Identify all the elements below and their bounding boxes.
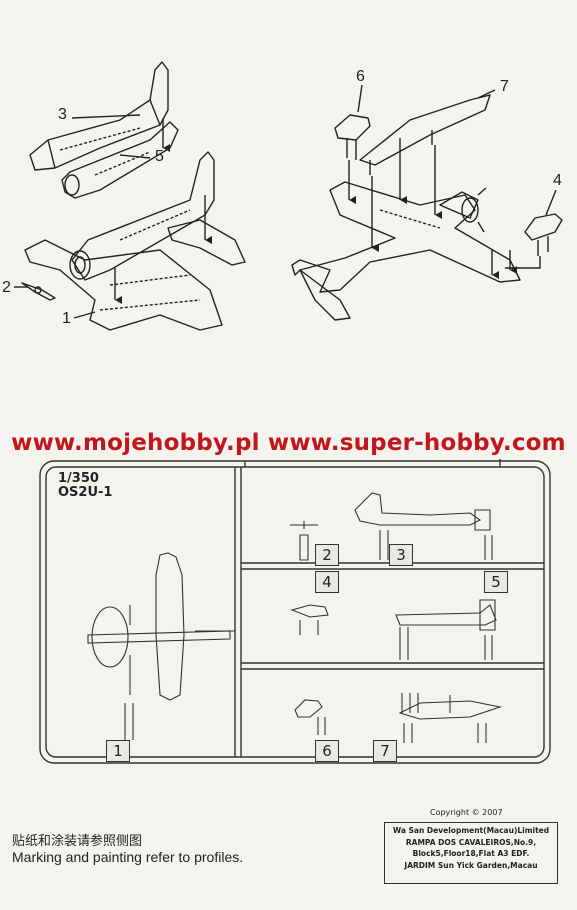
callout-2: 2	[2, 279, 11, 296]
part-4-wingtip-float	[524, 213, 563, 256]
sprue-part-4	[290, 604, 329, 635]
part-number-7: 7	[373, 740, 397, 762]
sprue-frame	[39, 459, 551, 764]
sprue-part-6	[294, 699, 326, 735]
callout-5: 5	[155, 148, 164, 165]
part-number-1: 1	[106, 740, 130, 762]
part-number-4: 4	[315, 571, 339, 593]
address-line-2: RAMPA DOS CAVALEIROS,No.9,	[405, 837, 537, 847]
sprue-part-7	[398, 693, 503, 743]
part-number-5: 5	[484, 571, 508, 593]
part-number-3: 3	[389, 544, 413, 566]
address-line-3: Block5,Floor18,Flat A3 EDF.	[412, 849, 530, 858]
marking-note-chinese: 贴纸和涂装请参照侧图	[12, 834, 143, 849]
sprue-part-1	[87, 552, 235, 740]
callout-6: 6	[356, 68, 365, 85]
part-7-main-float	[359, 94, 491, 175]
assembly-diagram	[14, 61, 563, 331]
part-6-strut	[334, 114, 371, 160]
part-3-fuselage-half	[29, 61, 169, 171]
part-number-2: 2	[315, 544, 339, 566]
copyright-text: Copyright © 2007	[430, 808, 503, 817]
part-2-propeller	[21, 282, 56, 301]
callout-4: 4	[553, 172, 562, 189]
callout-1: 1	[62, 310, 71, 327]
callout-7: 7	[500, 78, 509, 95]
sprue-part-3	[354, 492, 493, 560]
address-line-1: Wa San Development(Macau)Limited	[392, 826, 550, 835]
sprue-scale: 1/350	[58, 471, 99, 486]
sprue-part-2	[290, 521, 318, 561]
callout-3: 3	[58, 106, 67, 123]
company-address-box: Wa San Development(Macau)Limited RAMPA D…	[384, 822, 558, 884]
part-1-main-wing	[24, 239, 223, 331]
part-number-6: 6	[315, 740, 339, 762]
left-assembled-fuselage	[69, 151, 215, 281]
sprue-part-5	[395, 599, 497, 660]
part-5-fuselage-half	[61, 121, 179, 199]
left-tailplane	[167, 219, 246, 266]
address-line-4: JARDIM Sun Yick Garden,Macau	[404, 860, 538, 870]
right-assembled-aircraft	[291, 181, 521, 321]
sprue-model: OS2U-1	[58, 485, 113, 500]
marking-note-english: Marking and painting refer to profiles.	[12, 849, 244, 865]
watermark-urls: www.mojehobby.pl www.super-hobby.com	[11, 430, 566, 456]
